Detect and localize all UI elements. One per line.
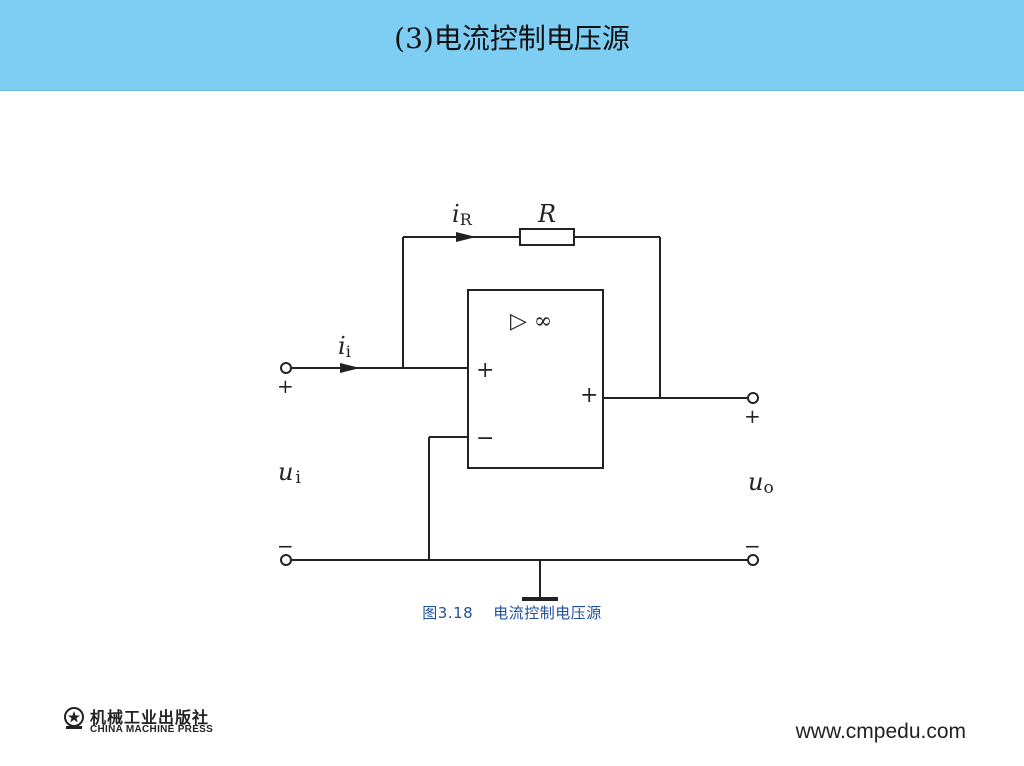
figure-caption: 图3.18 电流控制电压源: [0, 602, 1024, 623]
amp-output-sign: +: [580, 383, 598, 408]
slide-title: (3)电流控制电压源: [394, 22, 630, 55]
title-bar: (3)电流控制电压源: [0, 0, 1024, 91]
op-amp-box: [467, 289, 604, 469]
website-url[interactable]: www.cmpedu.com: [795, 720, 966, 743]
amp-plus-input: +: [476, 358, 494, 383]
output-minus-label: −: [744, 534, 761, 558]
publisher-name-en: CHINA MACHINE PRESS: [90, 724, 214, 735]
current-r-label: iR: [452, 200, 473, 229]
input-terminal-bottom: [280, 554, 292, 566]
caption-text: 电流控制电压源: [493, 604, 602, 622]
output-plus-label: +: [744, 404, 761, 428]
input-minus-label: −: [277, 534, 294, 558]
publisher-emblem-icon: [64, 707, 84, 729]
publisher-logo: 机械工业出版社 CHINA MACHINE PRESS: [62, 704, 262, 738]
amp-minus-input: −: [476, 426, 494, 451]
input-terminal-top: [280, 362, 292, 374]
current-arrow-i: [340, 363, 360, 373]
caption-number: 图3.18: [422, 604, 474, 622]
current-arrow-r: [456, 232, 476, 242]
current-i-label: ii: [338, 332, 351, 361]
input-plus-label: +: [277, 374, 294, 398]
publisher-name-cn: 机械工业出版社: [90, 708, 210, 727]
output-terminal-bottom: [747, 554, 759, 566]
output-voltage-label: uo: [748, 468, 774, 498]
resistor: [519, 228, 575, 246]
resistor-label: R: [537, 200, 556, 228]
amp-symbol: ▷ ∞: [510, 309, 552, 334]
output-terminal-top: [747, 392, 759, 404]
